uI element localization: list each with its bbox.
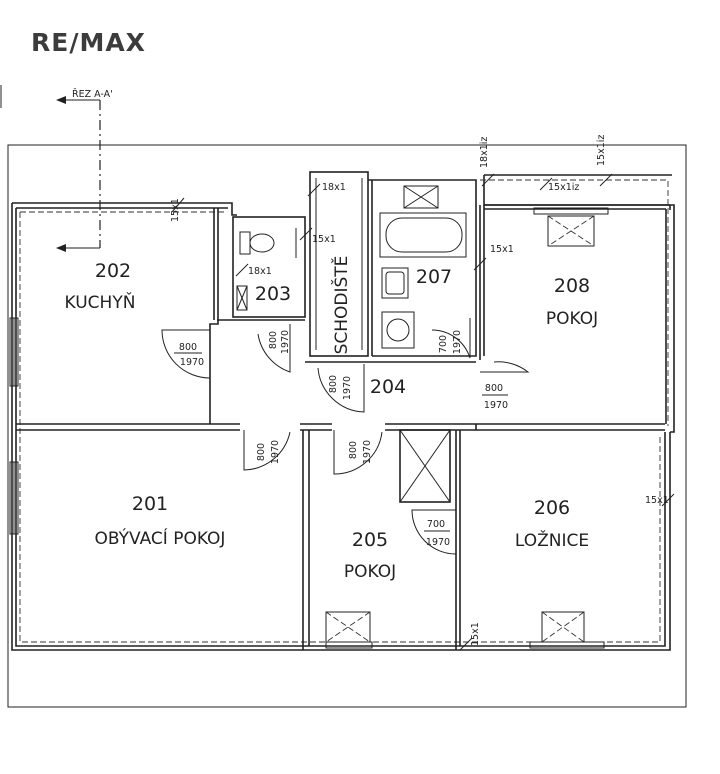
door-206-label: 700 1970	[424, 519, 450, 548]
room-number-202: 202	[95, 260, 131, 282]
note-6: 15x1iz	[548, 182, 579, 193]
note-2: 18x1	[322, 182, 346, 193]
bathtub	[379, 185, 467, 258]
washbasin	[381, 267, 409, 299]
room-number-205: 205	[352, 529, 388, 551]
washing-machine	[381, 311, 415, 349]
interior-walls	[16, 171, 670, 650]
section-label: ŘEZ A-A'	[72, 89, 113, 100]
svg-text:800: 800	[179, 342, 197, 353]
toilet	[236, 228, 297, 311]
svg-text:800: 800	[328, 375, 339, 393]
door-swings	[161, 318, 530, 555]
door-stair-label: 800 1970	[328, 375, 353, 400]
note-3: 15x1	[312, 234, 336, 245]
room-name-206: LOŽNICE	[515, 529, 589, 551]
svg-text:800: 800	[348, 441, 359, 459]
note-4: 18x1	[248, 266, 272, 277]
svg-text:1970: 1970	[342, 376, 353, 400]
door-208-label: 800 1970	[482, 383, 508, 411]
room-number-206: 206	[534, 497, 570, 519]
outer-frame	[7, 144, 687, 708]
stair-label: SCHODIŠTĚ	[330, 256, 352, 355]
room-number-207: 207	[416, 266, 452, 288]
svg-text:700: 700	[438, 335, 449, 353]
svg-text:1970: 1970	[280, 330, 291, 354]
radiators	[325, 207, 609, 649]
note-8: 15x1	[490, 244, 514, 255]
svg-text:1970: 1970	[452, 330, 463, 354]
note-7: 15x1iz	[596, 135, 607, 166]
room-name-201: OBÝVACÍ POKOJ	[95, 527, 226, 549]
door-kitchen-label: 800 1970	[174, 342, 204, 368]
note-5: 18x1iz	[479, 137, 490, 168]
note-1: 15x1	[170, 198, 181, 222]
note-10: 15x1	[470, 622, 481, 646]
svg-text:1970: 1970	[180, 357, 204, 368]
note-9: 15x1	[645, 495, 669, 506]
room-name-205: POKOJ	[344, 562, 396, 582]
svg-text:700: 700	[427, 519, 445, 530]
room-number-203: 203	[255, 283, 291, 305]
svg-text:800: 800	[485, 383, 503, 394]
room-number-201: 201	[132, 493, 168, 515]
section-line	[56, 96, 101, 252]
svg-text:1970: 1970	[426, 537, 450, 548]
room-number-208: 208	[554, 275, 590, 297]
svg-text:800: 800	[268, 331, 279, 349]
room-name-208: POKOJ	[546, 309, 598, 329]
room-number-204: 204	[370, 376, 406, 398]
windows-left	[9, 317, 19, 535]
door-201-label: 800 1970	[256, 440, 281, 464]
svg-text:1970: 1970	[270, 440, 281, 464]
note-ticks	[171, 173, 675, 651]
remax-logo: RE/MAX	[31, 28, 146, 57]
svg-text:1970: 1970	[362, 440, 373, 464]
door-wc-label: 800 1970	[268, 330, 291, 354]
door-bath-label: 700 1970	[438, 330, 463, 354]
svg-text:1970: 1970	[484, 400, 508, 411]
room-name-202: KUCHYŇ	[65, 291, 136, 313]
svg-text:800: 800	[256, 443, 267, 461]
door-205-label: 800 1970	[348, 440, 373, 464]
